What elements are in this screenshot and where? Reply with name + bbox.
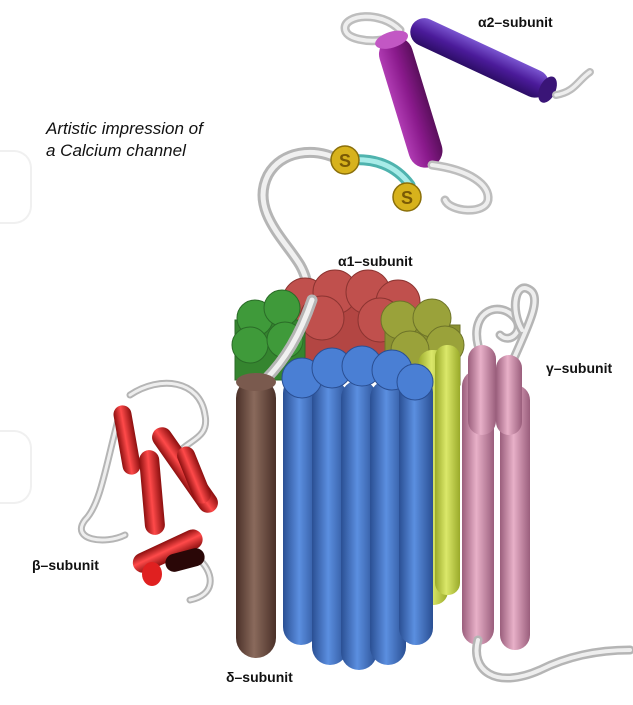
delta-subunit-label: δ–subunit (226, 669, 293, 685)
caption-line: Artistic impression of (46, 118, 203, 140)
beta-subunit (81, 383, 222, 600)
alpha1-subunit-label: α1–subunit (338, 253, 413, 269)
alpha2-subunit-label: α2–subunit (478, 14, 553, 30)
gamma-subunit-label: γ–subunit (546, 360, 612, 376)
delta-subunit (236, 373, 276, 658)
sulfur-atom-label: S (339, 151, 351, 171)
watermark-mark (0, 430, 32, 504)
alpha2-subunit (345, 14, 590, 211)
watermark-mark (0, 150, 32, 224)
sulfur-atom-label: S (401, 188, 413, 208)
caption-line: a Calcium channel (46, 140, 203, 162)
beta-subunit-label: β–subunit (32, 557, 99, 573)
diagram-caption: Artistic impression of a Calcium channel (46, 118, 203, 162)
gamma-subunit (462, 288, 630, 678)
